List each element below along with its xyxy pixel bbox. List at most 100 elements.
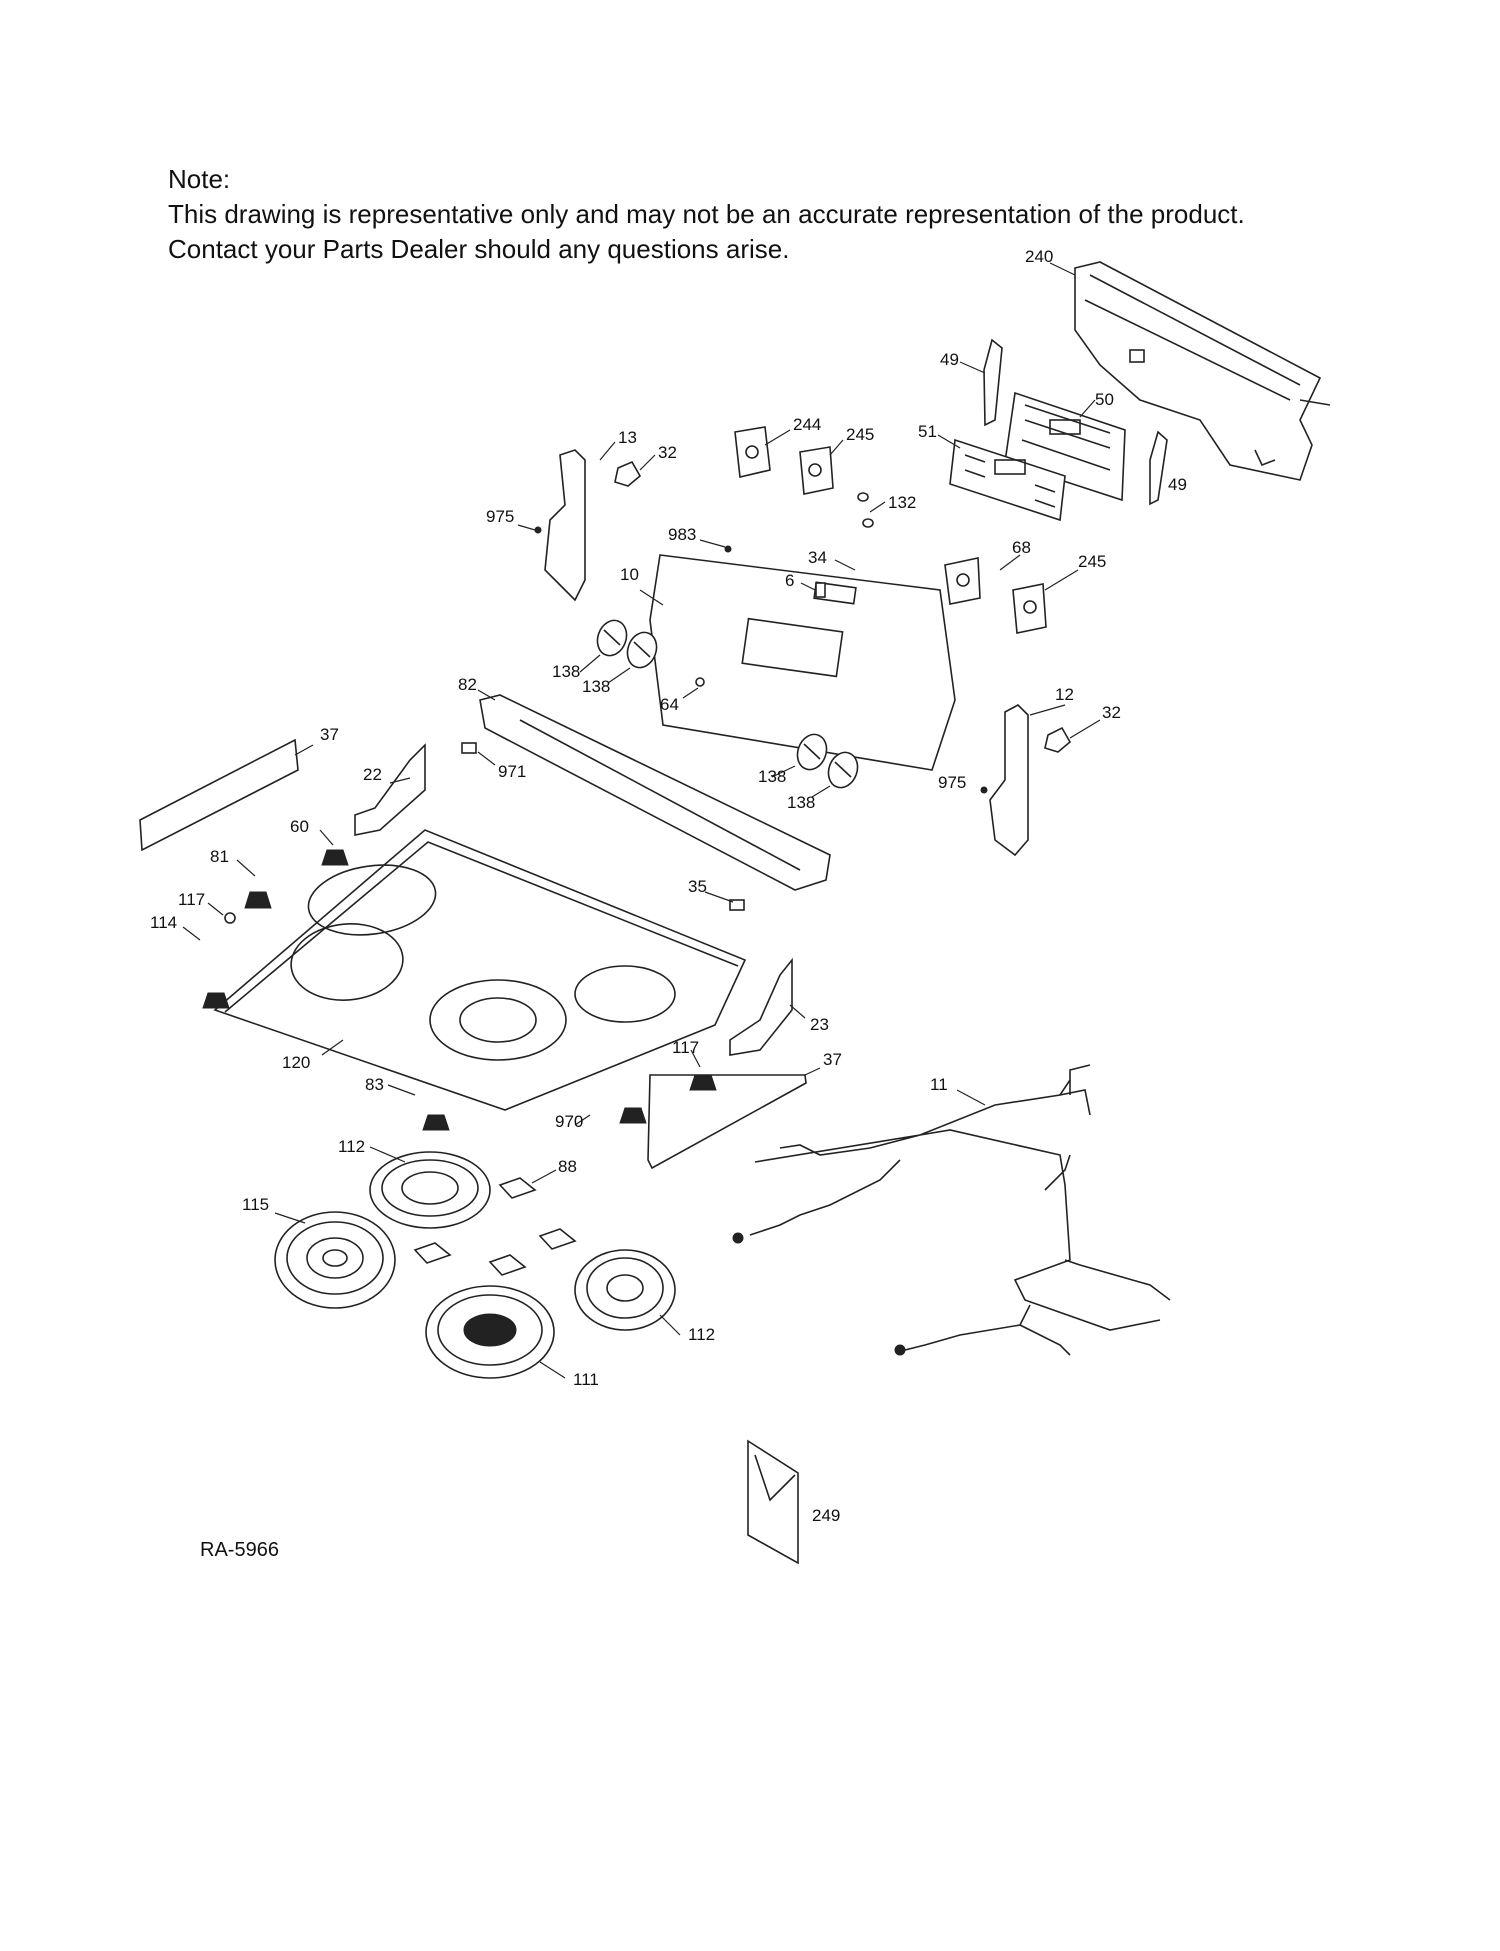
part-138-knob-4 [827,751,859,789]
callout-68: 68 [1012,538,1031,557]
note-line-1: This drawing is representative only and … [168,199,1245,229]
callout-37-right: 37 [823,1050,842,1069]
callout-88: 88 [558,1157,577,1176]
part-49-bracket-right [1149,430,1168,506]
part-970-leg [619,1107,647,1124]
callout-245-upper: 245 [846,425,874,444]
callout-12: 12 [1055,685,1074,704]
part-138-knob-1 [596,619,628,657]
part-10-backguard [649,554,956,771]
leader-lines [182,262,1101,1379]
part-117-leg-left [224,912,236,924]
part-51-overlay [949,438,1066,522]
part-88-limiter-4 [538,1228,577,1250]
callout-50: 50 [1095,390,1114,409]
part-112-element-right [574,1249,676,1331]
callout-81: 81 [210,847,229,866]
part-68-switch [944,557,981,605]
part-35-clip [729,899,745,911]
callout-37-left: 37 [320,725,339,744]
part-37-side-trim-left [139,738,299,852]
part-975-screw-right [980,786,988,794]
callout-971: 971 [498,762,526,781]
callout-120: 120 [282,1053,310,1072]
callout-132: 132 [888,493,916,512]
callout-249: 249 [812,1506,840,1525]
callout-975-right: 975 [938,773,966,792]
part-37-side-trim-right [647,1074,807,1170]
callout-labels: 240 49 50 51 49 244 245 13 32 132 975 98… [150,247,1187,1525]
part-23-bracket [729,957,793,1056]
callout-240: 240 [1025,247,1053,266]
diagram-id: RA-5966 [200,1539,279,1561]
part-88-limiter-2 [413,1242,452,1264]
part-81-leg [244,891,272,909]
part-138-knob-2 [626,631,658,669]
part-32-bracket-upper [614,460,642,487]
callout-138-3: 138 [758,767,786,786]
callout-115: 115 [242,1195,269,1214]
callout-34: 34 [808,548,827,567]
part-50-control-board [1004,391,1126,502]
callout-244: 244 [793,415,821,434]
callout-32-upper: 32 [658,443,677,462]
note-heading: Note: [168,164,231,194]
part-138-knob-3 [796,733,828,771]
part-245-switch-upper [799,446,834,495]
callout-83: 83 [365,1075,384,1094]
part-64-clip [695,677,705,687]
callout-114: 114 [150,913,177,932]
callout-111: 111 [573,1370,599,1389]
part-114-leg [202,992,230,1009]
callout-117-left: 117 [178,890,205,909]
part-82-rear-trim [479,694,831,891]
callout-60: 60 [290,817,309,836]
callout-82: 82 [458,675,477,694]
part-32-bracket-lower [1044,726,1072,753]
part-83-leg [422,1114,450,1131]
callout-23: 23 [810,1015,829,1034]
note-line-2: Contact your Parts Dealer should any que… [168,234,790,264]
part-22-bracket [354,743,426,836]
part-111-element-front [425,1285,555,1379]
callout-138-4: 138 [787,793,815,812]
callout-22: 22 [363,765,382,784]
note-block: Note: This drawing is representative onl… [168,162,1368,267]
part-11-wire-harness [732,1064,1171,1356]
callout-13: 13 [618,428,637,447]
callout-970: 970 [555,1112,583,1131]
part-88-limiter-1 [498,1177,537,1199]
part-240-rear-panel [1074,261,1331,481]
part-120-cooktop [213,829,747,1111]
part-60-leg [321,849,349,866]
part-88-limiter-3 [488,1254,527,1276]
part-6-label [815,582,826,598]
callout-51: 51 [918,422,937,441]
part-117-leg-right [689,1074,717,1091]
part-245-switch-lower [1012,583,1047,634]
part-115-element-left [274,1211,396,1309]
callout-35: 35 [688,877,707,896]
part-244-switch [734,426,771,478]
part-132-clips [857,492,874,528]
callout-975-left: 975 [486,507,514,526]
callout-138-1: 138 [552,662,580,681]
part-983-screw [724,545,732,553]
callout-138-2: 138 [582,677,610,696]
callout-112-upper: 112 [338,1137,365,1156]
callout-64: 64 [660,695,679,714]
part-975-screw-left [534,526,542,534]
callout-112-lower: 112 [688,1325,715,1344]
part-112-element-rear-left [369,1151,491,1229]
callout-49-upper: 49 [940,350,959,369]
part-249-literature [747,1439,799,1565]
part-49-bracket-left [983,338,1003,427]
callout-49-lower: 49 [1168,475,1187,494]
callout-10: 10 [620,565,639,584]
part-13-end-cap-left [544,449,586,602]
callout-983: 983 [668,525,696,544]
callout-245-lower: 245 [1078,552,1106,571]
part-12-end-cap-right [989,704,1029,857]
callout-117-right: 117 [672,1038,699,1057]
